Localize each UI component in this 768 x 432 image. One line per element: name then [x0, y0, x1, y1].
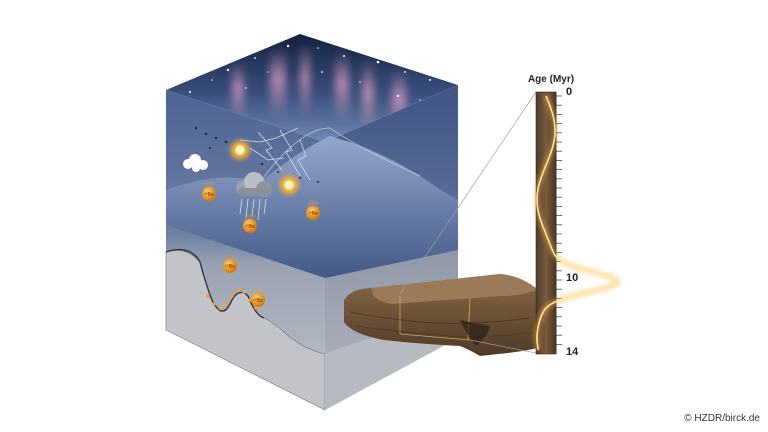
beryllium-atom-label: ¹⁰Be	[225, 264, 235, 270]
beryllium-atom-icon: ¹⁰Be	[306, 206, 320, 220]
atom-trail	[244, 213, 256, 219]
connector-lines	[399, 91, 537, 354]
beryllium-atom-label: ¹⁰Be	[308, 211, 318, 217]
beryllium-atom-icon: ¹⁰Be	[223, 259, 237, 273]
sediment-core-block	[344, 274, 538, 356]
tick-label-10: 10	[566, 272, 579, 284]
beryllium-atom-icon: ¹⁰Be	[202, 187, 216, 201]
beryllium-deposit-dots	[206, 288, 258, 310]
storm-cloud-icon	[236, 172, 272, 221]
beryllium-atom-label: ¹⁰Be	[253, 298, 263, 304]
atom-trail	[224, 253, 236, 259]
beryllium-atom-icon: ¹⁰Be	[251, 293, 265, 307]
beryllium-atom-label: ¹⁰Be	[204, 192, 214, 198]
glowing-atom-1	[227, 137, 253, 163]
aurora	[232, 44, 406, 134]
lightning-icon	[239, 127, 311, 181]
beryllium-atom-icon: ¹⁰Be	[243, 219, 257, 233]
sky-face	[166, 34, 458, 142]
tick-label-0: 0	[566, 86, 573, 98]
atom-trail	[307, 200, 319, 206]
beryllium-curve	[533, 94, 622, 351]
beryllium-atoms: ¹⁰Be ¹⁰Be ¹⁰Be ¹⁰Be ¹⁰Be	[202, 181, 320, 307]
atom-trail	[203, 181, 215, 187]
glowing-atom-2	[276, 172, 302, 198]
atom-trail	[252, 287, 264, 293]
axis-title: Age (Myr)	[527, 74, 575, 85]
tick-label-14: 14	[566, 346, 579, 358]
cloud-icon	[183, 154, 208, 172]
beryllium-atom-label: ¹⁰Be	[245, 224, 255, 230]
image-credit: © HZDR/birck.de	[684, 413, 760, 424]
